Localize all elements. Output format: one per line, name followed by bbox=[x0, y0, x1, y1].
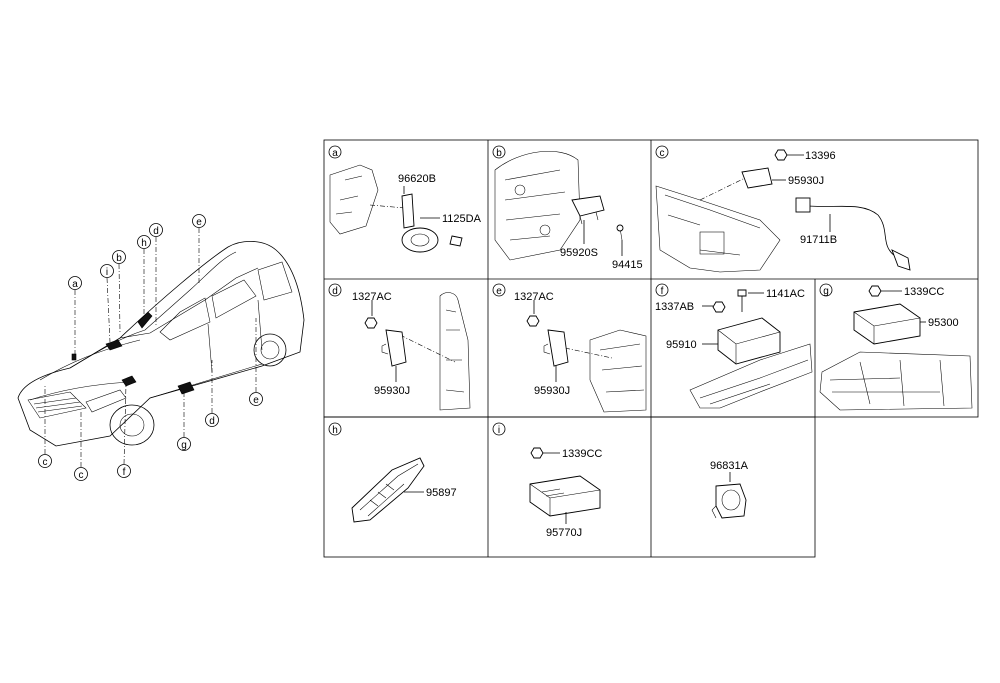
svg-text:b: b bbox=[496, 148, 502, 159]
svg-text:96831A: 96831A bbox=[710, 460, 749, 472]
callout-i: i bbox=[100, 264, 114, 343]
svg-text:95300: 95300 bbox=[928, 317, 959, 329]
panel-j: 96831A bbox=[710, 460, 749, 519]
callout-f: f bbox=[117, 383, 131, 478]
panel-d: d 1327AC 95930J bbox=[328, 283, 471, 411]
panel-a: a 96620B 1125DA bbox=[328, 145, 482, 253]
svg-text:1141AC: 1141AC bbox=[766, 288, 805, 300]
callout-e-top: e bbox=[192, 214, 206, 284]
callout-c-right: c bbox=[74, 410, 88, 481]
svg-text:c: c bbox=[43, 457, 48, 468]
svg-text:d: d bbox=[332, 286, 338, 297]
callout-h: h bbox=[137, 235, 151, 316]
svg-text:95770J: 95770J bbox=[546, 527, 582, 539]
panel-i: i 1339CC 95770J bbox=[492, 422, 602, 539]
svg-text:c: c bbox=[660, 148, 665, 159]
callout-c-left: c bbox=[38, 386, 52, 468]
svg-text:1327AC: 1327AC bbox=[352, 291, 392, 303]
svg-text:d: d bbox=[153, 226, 159, 237]
svg-text:e: e bbox=[496, 286, 502, 297]
svg-text:1327AC: 1327AC bbox=[514, 291, 554, 303]
svg-text:i: i bbox=[498, 425, 500, 436]
panel-c: c 13396 95930J 91711B bbox=[655, 145, 911, 273]
svg-text:1125DA: 1125DA bbox=[442, 213, 482, 225]
svg-text:95930J: 95930J bbox=[788, 175, 824, 187]
panel-e: e 1327AC 95930J bbox=[492, 283, 647, 413]
svg-text:b: b bbox=[116, 253, 122, 264]
callout-g: g bbox=[177, 392, 191, 451]
svg-text:f: f bbox=[661, 286, 664, 297]
callout-e-bottom: e bbox=[249, 318, 263, 406]
svg-text:a: a bbox=[72, 279, 78, 290]
svg-text:g: g bbox=[823, 286, 829, 297]
svg-text:95897: 95897 bbox=[426, 487, 457, 499]
svg-text:c: c bbox=[79, 470, 84, 481]
svg-text:96620B: 96620B bbox=[398, 173, 436, 185]
svg-text:h: h bbox=[141, 238, 147, 249]
svg-text:h: h bbox=[332, 425, 338, 436]
callout-d-top: d bbox=[149, 223, 163, 326]
car-overview: a i b h d e e bbox=[17, 214, 305, 481]
svg-text:13396: 13396 bbox=[805, 150, 836, 162]
svg-text:91711B: 91711B bbox=[800, 234, 837, 246]
panel-g: g 1339CC 95300 bbox=[819, 283, 973, 411]
svg-text:e: e bbox=[196, 217, 202, 228]
callout-a: a bbox=[68, 276, 82, 356]
svg-text:94415: 94415 bbox=[612, 259, 643, 271]
svg-text:d: d bbox=[209, 416, 215, 427]
svg-text:95930J: 95930J bbox=[534, 385, 570, 397]
svg-text:e: e bbox=[253, 395, 259, 406]
svg-text:f: f bbox=[123, 467, 126, 478]
panel-grid bbox=[323, 139, 979, 558]
panel-f: f 1337AB 1141AC 95910 bbox=[655, 283, 813, 409]
svg-text:a: a bbox=[332, 148, 338, 159]
callout-d-bottom: d bbox=[205, 360, 219, 427]
svg-text:95930J: 95930J bbox=[374, 385, 410, 397]
callout-b: b bbox=[112, 250, 126, 333]
svg-text:95920S: 95920S bbox=[560, 247, 598, 259]
panel-b: b 95920S 94415 bbox=[492, 145, 643, 271]
svg-text:1339CC: 1339CC bbox=[562, 448, 602, 460]
svg-text:1337AB: 1337AB bbox=[655, 301, 694, 313]
svg-text:1339CC: 1339CC bbox=[904, 286, 944, 298]
panel-h: h 95897 bbox=[328, 422, 457, 523]
svg-text:95910: 95910 bbox=[666, 339, 697, 351]
svg-text:i: i bbox=[106, 267, 108, 278]
svg-text:g: g bbox=[181, 440, 187, 451]
